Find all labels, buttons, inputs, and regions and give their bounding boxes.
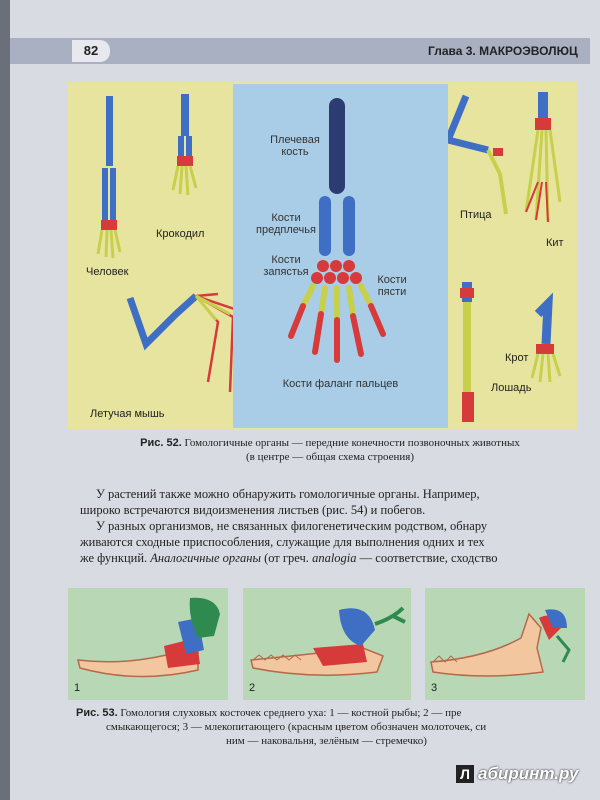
label-mole: Крот — [505, 352, 529, 364]
figure-53-caption-label: Рис. 53. — [76, 707, 118, 719]
panel-number: 1 — [74, 682, 81, 694]
horse-limb — [460, 282, 474, 422]
crocodile-limb — [171, 94, 198, 196]
figure-53-caption: Рис. 53. Гомология слуховых косточек сре… — [76, 706, 586, 748]
label-crocodile: Крокодил — [156, 228, 205, 240]
label-humerus: Плечевая кость — [270, 134, 320, 158]
mole-limb — [530, 292, 562, 383]
figure-53-caption-line1: Гомология слуховых косточек среднего уха… — [120, 707, 462, 719]
paragraph-line-2: широко встречаются видоизменения листьев… — [80, 503, 426, 517]
figure-52-caption-line1: Гомологичные органы — передние конечност… — [184, 437, 520, 449]
paragraph-line-4: живаются сходные приспособления, служащи… — [80, 535, 485, 549]
human-limb — [96, 96, 122, 259]
label-wrist: Кости запястья — [263, 254, 309, 278]
page-number: 82 — [72, 40, 110, 62]
fish-jaw-drawing — [77, 597, 220, 678]
label-phalanges: Кости фаланг пальцев — [282, 378, 399, 390]
text-fragment: же функций. — [80, 551, 151, 565]
label-whale: Кит — [546, 237, 564, 249]
label-bird: Птица — [460, 209, 492, 221]
term-analogia: analogia — [312, 551, 357, 565]
figure-52-caption-label: Рис. 52. — [140, 437, 182, 449]
figure-53-panel-1: 1 — [68, 588, 228, 700]
panel-number: 3 — [431, 682, 438, 694]
text-fragment: — соответствие, сходство — [356, 551, 498, 565]
term-analogous-organs: Аналогичные органы — [150, 551, 261, 565]
limb-drawings — [96, 92, 562, 422]
watermark-text: абиринт.ру — [478, 764, 579, 783]
chapter-title: Глава 3. МАКРОЭВОЛЮЦ — [428, 44, 578, 58]
text-fragment: (от греч. — [260, 551, 313, 565]
figure-53-caption-line2: смыкающегося; 3 — млекопитающего (красны… — [106, 721, 487, 733]
whale-limb — [524, 92, 562, 223]
figure-53-panel-3: 3 — [425, 588, 585, 700]
paragraph-line-5: же функций. Аналогичные органы (от греч.… — [80, 550, 580, 566]
label-horse: Лошадь — [491, 382, 532, 394]
paragraph-line-1: У растений также можно обнаружить гомоло… — [96, 487, 480, 501]
bird-limb — [443, 94, 508, 215]
figure-52: Человек Крокодил Летучая мышь Птица Кит … — [68, 82, 578, 430]
figure-53-panel-2: 2 — [243, 588, 411, 700]
reptile-jaw-drawing — [250, 606, 406, 676]
general-scheme-drawing — [288, 98, 386, 363]
figure-52-caption: Рис. 52. Гомологичные органы — передние … — [80, 436, 580, 464]
general-scheme-panel: Плечевая кость Кости предплечья Кости за… — [233, 84, 448, 428]
labirint-logo-icon: Л — [456, 765, 474, 783]
figure-52-caption-line2: (в центре — общая схема строения) — [245, 451, 415, 463]
book-page: 82 Глава 3. МАКРОЭВОЛЮЦ — [10, 0, 600, 800]
mammal-jaw-drawing — [430, 609, 571, 677]
label-metacarpus: Кости пясти — [377, 274, 407, 298]
paragraph-line-3: У разных организмов, не связанных филоге… — [96, 519, 488, 533]
panel-number: 2 — [249, 682, 256, 694]
label-bat: Летучая мышь — [90, 408, 165, 420]
label-forearm: Кости предплечья — [256, 212, 316, 236]
label-human: Человек — [86, 266, 129, 278]
figure-53-caption-line3: ним — наковальня, зелёным — стремечко) — [226, 735, 427, 747]
